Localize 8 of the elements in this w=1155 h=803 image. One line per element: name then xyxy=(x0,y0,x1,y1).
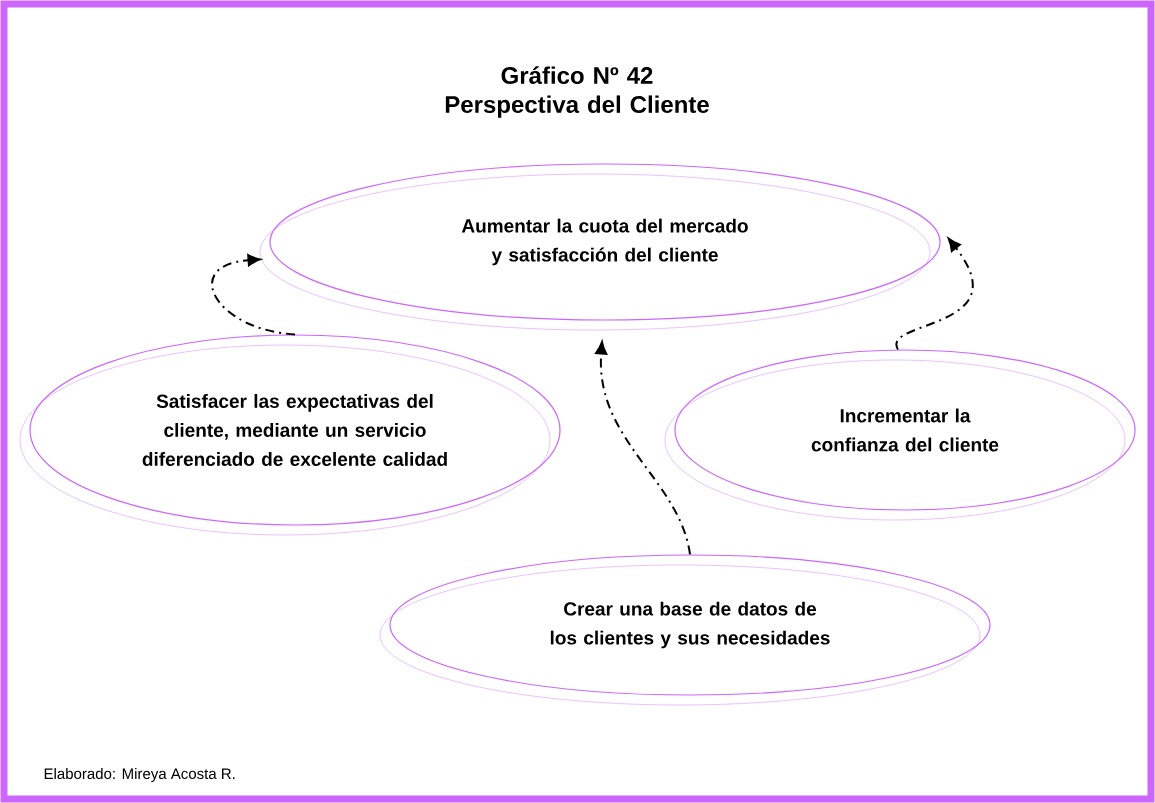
ellipse-node: Crear una base de datos de los clientes y sus necesidades xyxy=(379,554,991,706)
title: Gráfico Nº 42 Perspectiva del Cliente xyxy=(445,66,709,118)
caption: Elaborado: Mireya Acosta R. xyxy=(44,768,235,782)
arrow xyxy=(595,341,691,556)
ellipse-node: Aumentar la cuota del mercado y satisfacción del cliente xyxy=(259,163,941,331)
arrow xyxy=(211,254,296,336)
ellipse-node: Satisfacer las expectativas del cliente, mediante un servicio diferenciado de excelente calidad xyxy=(19,334,561,536)
ellipse-node: Incrementar la confianza del cliente xyxy=(664,349,1136,521)
